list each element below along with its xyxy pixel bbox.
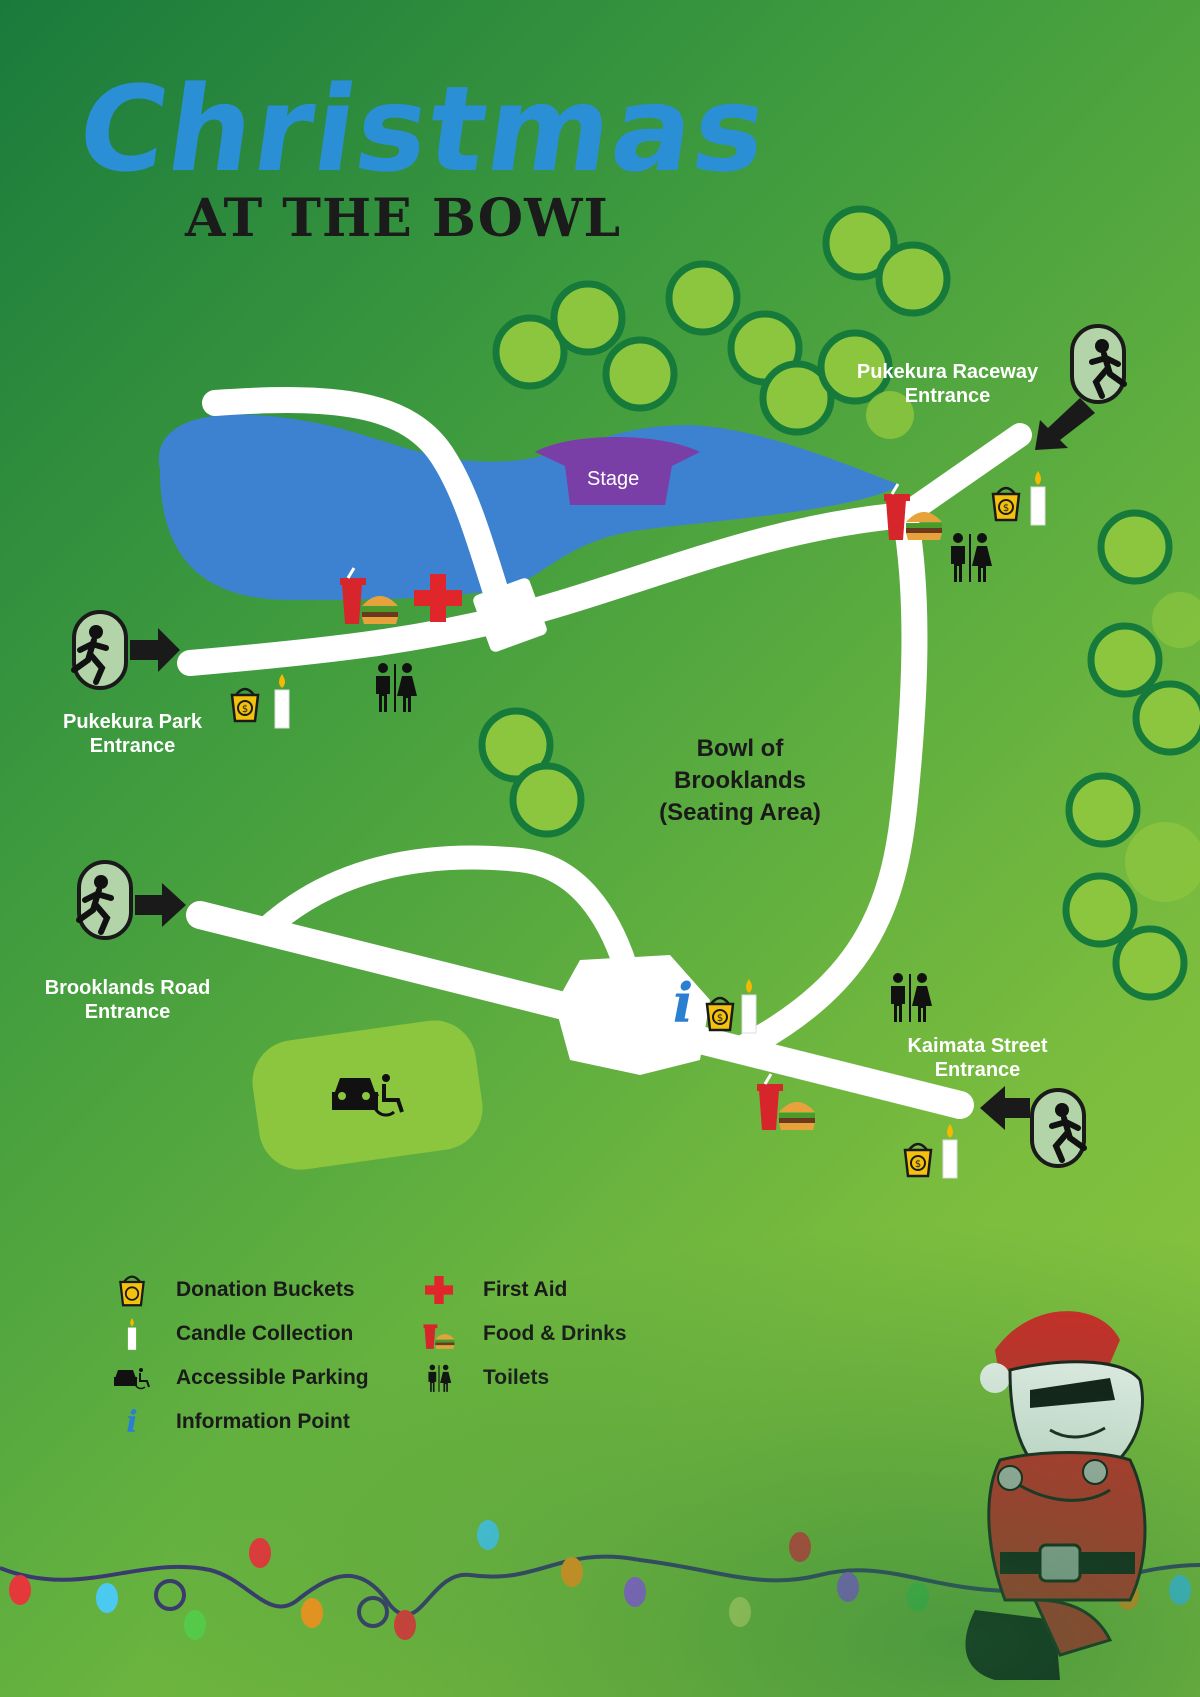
path-lower-arc — [253, 845, 637, 977]
path-junction-lower — [555, 955, 710, 1075]
santa-illustration — [965, 1311, 1147, 1680]
entrance-marker-pukekura-park — [74, 612, 126, 688]
candle-icon — [741, 978, 757, 1034]
bowl-label-line: Brooklands — [673, 767, 807, 794]
legend-item: Accessible Parking — [110, 1360, 369, 1396]
arrow-brooklands-road — [135, 883, 186, 927]
legend-item: Donation Buckets — [110, 1272, 355, 1308]
arrow-pukekura-park — [130, 628, 180, 672]
first-aid-icon — [417, 1272, 461, 1308]
toilets-icon — [890, 972, 933, 1023]
title-subtitle: AT THE BOWL — [185, 188, 622, 249]
legend-label: Accessible Parking — [176, 1366, 369, 1389]
bowl-label-line: Bowl of — [696, 735, 784, 762]
candle-icon — [942, 1123, 958, 1179]
legend-label: Donation Buckets — [176, 1278, 355, 1301]
accessible-parking-icon — [110, 1360, 154, 1396]
entrance-label-line: Pukekura Park — [63, 711, 202, 733]
legend-item: Food & Drinks — [417, 1316, 627, 1352]
bowl-label-line: (Seating Area) — [659, 799, 821, 826]
entrance-label-pukekura-raceway: Pukekura Raceway Entrance — [845, 360, 1050, 408]
entrance-label-line: Kaimata Street — [907, 1035, 1048, 1057]
food-drinks-icon — [417, 1316, 461, 1352]
toilets-icon — [950, 532, 993, 583]
donation-bucket-icon — [991, 486, 1021, 522]
information-icon: i — [110, 1404, 154, 1440]
entrance-marker-kaimata-street — [1032, 1090, 1084, 1166]
legend-label: Toilets — [483, 1366, 550, 1389]
legend-label: Candle Collection — [176, 1322, 354, 1345]
entrance-label-kaimata-street: Kaimata Street Entrance — [885, 1034, 1070, 1082]
candle-icon — [110, 1316, 154, 1352]
information-glyph: i — [126, 1404, 138, 1440]
stage-shape — [535, 437, 700, 505]
entrance-label-pukekura-park: Pukekura Park Entrance — [45, 710, 220, 758]
legend-item: i Information Point — [110, 1404, 350, 1440]
bowl-label: Bowl of Brooklands (Seating Area) — [620, 733, 860, 829]
entrance-label-line: Entrance — [934, 1059, 1021, 1081]
legend-label: Food & Drinks — [483, 1322, 627, 1345]
information-icon: i — [673, 971, 694, 1035]
arrow-kaimata-street — [980, 1086, 1030, 1130]
food-drinks-icon — [755, 1072, 817, 1132]
path-raceway-stub — [893, 423, 1032, 527]
toilets-icon — [417, 1360, 461, 1396]
entrance-marker-brooklands-road — [79, 862, 131, 938]
legend-item: Candle Collection — [110, 1316, 353, 1352]
candle-icon — [1030, 470, 1046, 526]
donation-bucket-icon — [903, 1142, 933, 1178]
entrance-label-line: Brooklands Road — [44, 977, 211, 999]
legend-label: Information Point — [176, 1410, 350, 1433]
path-junction-upper — [473, 578, 547, 652]
arrow-pukekura-raceway — [1035, 398, 1095, 450]
path-east-loop — [732, 502, 928, 1060]
legend-label: First Aid — [483, 1278, 568, 1301]
entrance-label-line: Entrance — [904, 385, 991, 407]
path-upper-curve — [202, 387, 518, 633]
donation-bucket-icon — [110, 1272, 154, 1308]
entrance-label-brooklands-road: Brooklands Road Entrance — [30, 976, 225, 1024]
toilets-icon — [375, 662, 418, 713]
string-lights — [0, 1520, 1200, 1640]
entrance-label-line: Pukekura Raceway — [856, 361, 1039, 383]
accessible-parking-icon — [332, 1074, 404, 1117]
lake — [158, 414, 901, 600]
trees — [482, 209, 1200, 997]
candle-icon — [274, 673, 290, 729]
entrance-label-line: Entrance — [89, 735, 176, 757]
legend-item: Toilets — [417, 1360, 549, 1396]
entrance-label-line: Entrance — [84, 1001, 171, 1023]
stage-label: Stage — [587, 468, 640, 490]
donation-bucket-icon — [230, 687, 260, 723]
legend-item: First Aid — [417, 1272, 567, 1308]
donation-bucket-icon — [705, 996, 735, 1032]
entrance-marker-pukekura-raceway — [1072, 326, 1124, 402]
